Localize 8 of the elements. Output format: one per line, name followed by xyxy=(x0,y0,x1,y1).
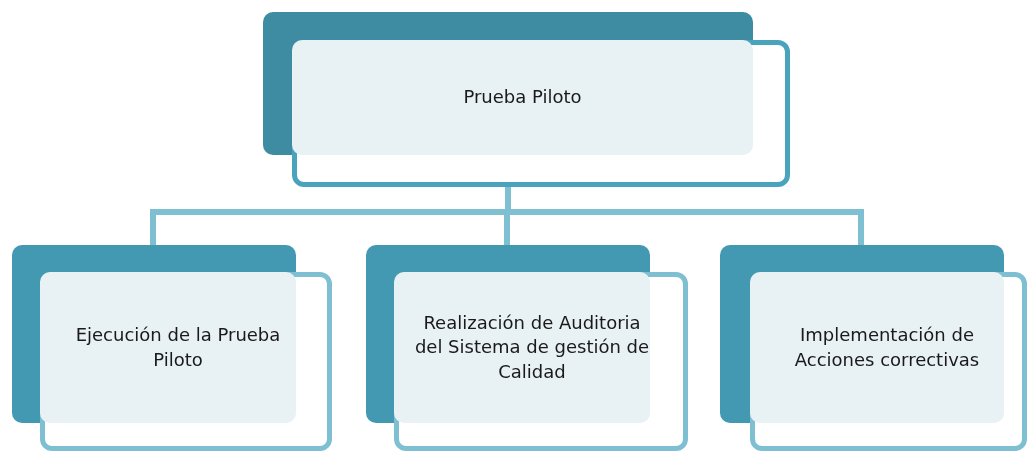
box-label: Implementación de Acciones correctivas xyxy=(793,323,981,372)
box-label: Prueba Piloto xyxy=(463,85,582,110)
process-box xyxy=(366,245,688,451)
box-label: Realización de Auditoria del Sistema de gestión de Calidad xyxy=(414,311,650,384)
process-box xyxy=(720,245,1027,451)
process-box xyxy=(263,12,790,187)
box-label: Ejecución de la Prueba Piloto xyxy=(74,323,282,372)
process-box xyxy=(12,245,332,451)
